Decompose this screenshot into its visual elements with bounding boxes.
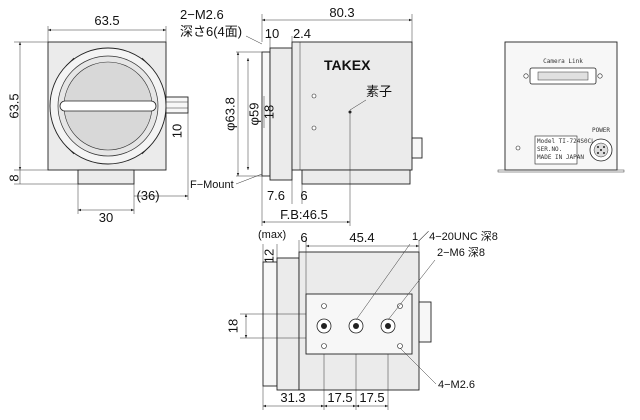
dim-flange-back: F.B:46.5 bbox=[280, 207, 328, 222]
sensor-label: 素子 bbox=[366, 84, 392, 99]
m26-spec: 4−M2.6 bbox=[438, 379, 475, 391]
bottom-view: (max) 12 6 45.4 1／4−20UNC 深8 2−M6 深8 18 … bbox=[225, 229, 498, 410]
mount-slot bbox=[59, 100, 157, 112]
nameplate-model: Model TI-724S0CL bbox=[537, 138, 595, 145]
side-view: TAKEX 80.3 2−M2.6 深さ6(4面) 10 2.4 素子 φ63.… bbox=[180, 5, 423, 226]
dim-side-10: 10 bbox=[265, 26, 279, 41]
m6-spec: 2−M6 深8 bbox=[437, 246, 485, 259]
dim-side-length: 80.3 bbox=[329, 5, 354, 20]
dim-foot-width: 30 bbox=[99, 210, 113, 225]
dim-bottom-17-5b: 17.5 bbox=[359, 390, 384, 405]
dim-front-width: 63.5 bbox=[94, 13, 119, 28]
dim-side-7-6: 7.6 bbox=[267, 188, 285, 203]
bottom-mount-ring bbox=[276, 257, 300, 391]
screw-spec-line2: 深さ6(4面) bbox=[180, 24, 242, 39]
dim-foot-height: 8 bbox=[6, 174, 21, 181]
dim-foot-offset: (36) bbox=[136, 188, 159, 203]
dim-side-18: 18 bbox=[261, 105, 276, 119]
front-side-tab bbox=[165, 96, 189, 114]
side-foot bbox=[301, 169, 411, 185]
nameplate-origin: MADE IN JAPAN bbox=[537, 154, 584, 161]
mount-label: F−Mount bbox=[190, 179, 234, 191]
dim-dia-59: φ59 bbox=[246, 103, 261, 126]
screw-spec-line1: 2−M2.6 bbox=[180, 7, 224, 22]
dim-bottom-6: 6 bbox=[300, 230, 307, 245]
front-view: 63.5 63.5 8 30 (36) 10 bbox=[6, 13, 189, 225]
dim-side-tab: 10 bbox=[169, 124, 184, 138]
dim-bottom-12: 12 bbox=[261, 249, 276, 263]
dim-bottom-31-3: 31.3 bbox=[280, 390, 305, 405]
dim-bottom-17-5a: 17.5 bbox=[327, 390, 352, 405]
dim-side-6: 6 bbox=[300, 188, 307, 203]
side-main-body bbox=[291, 41, 413, 171]
dim-front-height: 63.5 bbox=[6, 93, 21, 118]
rear-view: Camera Link Model TI-724S0CL SER.NO. MAD… bbox=[497, 41, 625, 173]
dim-bottom-18: 18 bbox=[225, 319, 240, 333]
tripod-spec: 1／4−20UNC 深8 bbox=[412, 230, 498, 243]
camera-link-label: Camera Link bbox=[543, 58, 583, 65]
bottom-mount-flange bbox=[262, 261, 278, 387]
max-label: (max) bbox=[258, 229, 286, 241]
dim-dia-63-8: φ63.8 bbox=[222, 97, 237, 131]
dim-side-2-4: 2.4 bbox=[293, 26, 311, 41]
brand-logo: TAKEX bbox=[324, 57, 371, 73]
dim-bottom-45-4: 45.4 bbox=[349, 230, 374, 245]
nameplate bbox=[534, 135, 578, 165]
nameplate-serial: SER.NO. bbox=[537, 146, 562, 153]
front-foot bbox=[77, 169, 135, 185]
power-label: POWER bbox=[592, 127, 610, 134]
